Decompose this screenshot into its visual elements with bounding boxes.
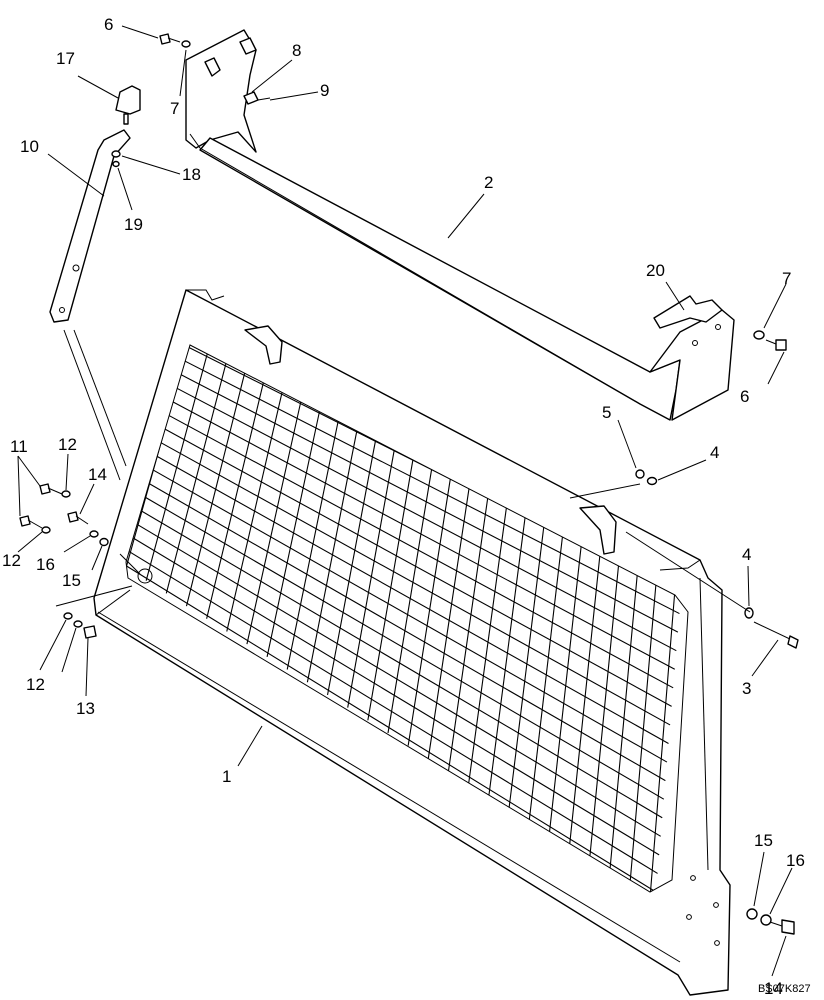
mesh-wire xyxy=(447,492,490,772)
mesh-wire xyxy=(147,466,668,763)
mesh-wire xyxy=(468,502,508,784)
washer-12-upper xyxy=(61,490,71,498)
callout-label: 12 xyxy=(58,435,77,454)
mesh-wire xyxy=(266,406,322,657)
callout-label: 19 xyxy=(124,215,143,234)
washer-12-bottom-a xyxy=(63,612,73,620)
mesh-wire xyxy=(127,534,660,856)
nut-5 xyxy=(635,469,645,479)
top-mounting-bracket xyxy=(185,29,735,421)
wire-mesh-border xyxy=(125,344,689,893)
callout-label: 16 xyxy=(786,851,805,870)
pin-3 xyxy=(753,621,799,649)
callout-label: 17 xyxy=(56,49,75,68)
mesh-wire xyxy=(568,550,601,848)
callout-labels: 1 2 3 4 4 5 6 6 7 7 8 9 10 11 12 12 12 1… xyxy=(2,15,805,998)
mesh-wire xyxy=(131,520,661,837)
callout-label: 10 xyxy=(20,137,39,156)
mesh-wire xyxy=(145,348,210,581)
mesh-wire xyxy=(326,435,378,696)
mesh-wire xyxy=(167,398,676,670)
nut-18 xyxy=(111,150,121,158)
mesh-wire xyxy=(226,386,284,632)
callout-label: 6 xyxy=(740,387,749,406)
mesh-wire xyxy=(126,547,658,874)
callout-label: 14 xyxy=(764,979,783,998)
screw-9 xyxy=(257,97,271,101)
bolt-6-right xyxy=(765,339,787,351)
mesh-wire xyxy=(135,507,663,819)
callout-label: 18 xyxy=(182,165,201,184)
mesh-wire xyxy=(179,358,680,615)
mesh-wire xyxy=(159,425,672,707)
callout-label: 13 xyxy=(76,699,95,718)
bolt-11-upper xyxy=(39,483,63,495)
callout-label: 4 xyxy=(710,443,719,462)
callout-label: 2 xyxy=(484,173,493,192)
washer-15-right xyxy=(746,908,758,920)
mesh-wire xyxy=(306,425,359,683)
callout-label: 8 xyxy=(292,41,301,60)
mesh-wire xyxy=(649,588,676,892)
callout-label: 14 xyxy=(88,465,107,484)
washer-4-top xyxy=(646,476,658,486)
callout-label: 7 xyxy=(782,269,791,288)
screen-frame xyxy=(93,289,731,996)
callout-label: 5 xyxy=(602,403,611,422)
mesh-wire xyxy=(171,385,677,652)
mesh-wire xyxy=(588,560,620,860)
bolt-14-left xyxy=(67,511,89,525)
mesh-wire xyxy=(528,531,564,822)
washer-16-left xyxy=(89,530,99,538)
washer-7-top xyxy=(181,40,191,48)
mesh-wire xyxy=(165,358,228,594)
washer-12-bottom-b xyxy=(73,620,83,628)
callout-label: 20 xyxy=(646,261,665,280)
washer-19 xyxy=(112,160,120,168)
mesh-wire xyxy=(139,493,665,800)
plate-20 xyxy=(653,295,723,329)
mesh-wire xyxy=(143,480,666,782)
callout-label: 11 xyxy=(10,437,28,456)
mesh-wire xyxy=(246,396,303,645)
leader-lines xyxy=(17,25,793,977)
washer-7-right xyxy=(753,330,765,340)
callout-label: 12 xyxy=(2,551,21,570)
bolt-11-lower xyxy=(19,515,43,529)
mesh-wire xyxy=(508,521,545,810)
mesh-wire xyxy=(609,569,639,873)
callout-label: 7 xyxy=(170,99,179,118)
callout-label: 12 xyxy=(26,675,45,694)
support-arm xyxy=(49,129,131,323)
mesh-wire xyxy=(163,412,674,689)
mesh-wire xyxy=(206,377,266,619)
callout-label: 4 xyxy=(742,545,751,564)
drawing-code: BS07K827 xyxy=(758,983,811,995)
callout-label: 15 xyxy=(754,831,773,850)
bolt-14-right xyxy=(769,919,795,935)
callout-label: 3 xyxy=(742,679,751,698)
washer-12-lower xyxy=(41,526,51,534)
bumper-17 xyxy=(115,85,141,125)
washer-16-right xyxy=(760,914,772,926)
washer-15-left xyxy=(99,537,109,547)
callout-label: 15 xyxy=(62,571,81,590)
mesh-wire xyxy=(185,367,247,607)
nut-13 xyxy=(83,625,97,639)
callout-label: 16 xyxy=(36,555,55,574)
mesh-wire xyxy=(548,540,583,835)
callout-label: 9 xyxy=(320,81,329,100)
mesh-wire xyxy=(151,453,669,744)
mesh-wire xyxy=(286,415,340,670)
mesh-wire xyxy=(488,512,527,797)
bolt-6-top xyxy=(159,33,181,45)
mesh-wire xyxy=(155,439,671,726)
mesh-wire xyxy=(629,579,657,886)
mesh-wire xyxy=(126,561,657,892)
callout-label: 1 xyxy=(222,767,231,786)
mesh-wire xyxy=(175,371,679,633)
callout-label: 6 xyxy=(104,15,113,34)
